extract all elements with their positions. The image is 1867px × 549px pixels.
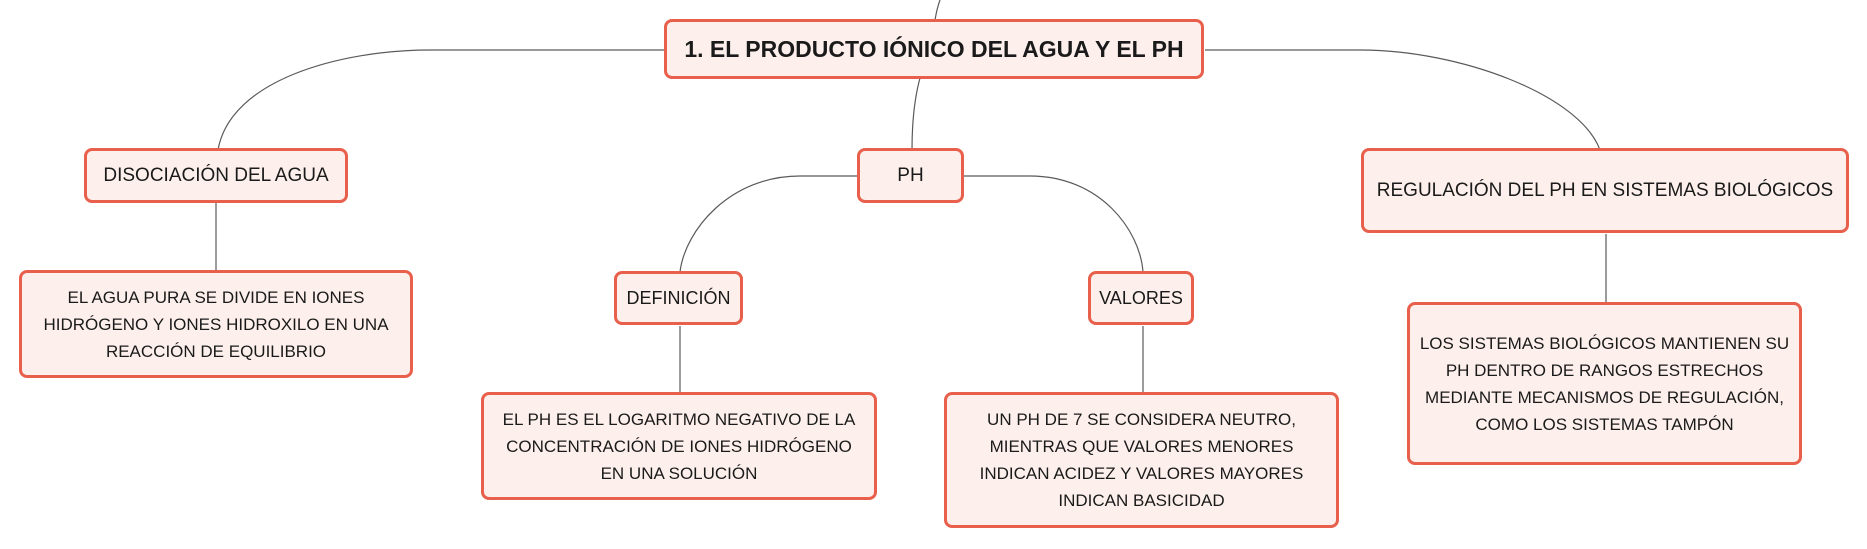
root-topic[interactable]: 1. EL PRODUCTO IÓNICO DEL AGUA Y EL PH	[664, 19, 1204, 79]
connector-to-parent	[934, 0, 941, 21]
connector-root-regulacion	[1205, 49, 1601, 151]
detail-definicion[interactable]: EL PH ES EL LOGARITMO NEGATIVO DE LA CON…	[481, 392, 877, 500]
detail-regulacion[interactable]: LOS SISTEMAS BIOLÓGICOS MANTIENEN SU PH …	[1407, 302, 1802, 465]
topic-disociacion-del-agua[interactable]: DISOCIACIÓN DEL AGUA	[84, 148, 348, 203]
topic-valores[interactable]: VALORES	[1088, 271, 1194, 325]
topic-definicion[interactable]: DEFINICIÓN	[614, 271, 743, 325]
topic-ph[interactable]: PH	[857, 148, 964, 203]
connector-ph-definicion	[679, 175, 860, 273]
connector-root-ph	[911, 77, 921, 151]
detail-disociacion[interactable]: EL AGUA PURA SE DIVIDE EN IONES HIDRÓGEN…	[19, 270, 413, 378]
detail-valores[interactable]: UN PH DE 7 SE CONSIDERA NEUTRO, MIENTRAS…	[944, 392, 1339, 528]
connector-root-disociacion	[217, 49, 666, 151]
topic-regulacion-ph[interactable]: REGULACIÓN DEL PH EN SISTEMAS BIOLÓGICOS	[1361, 148, 1849, 233]
connector-ph-valores	[962, 175, 1144, 273]
